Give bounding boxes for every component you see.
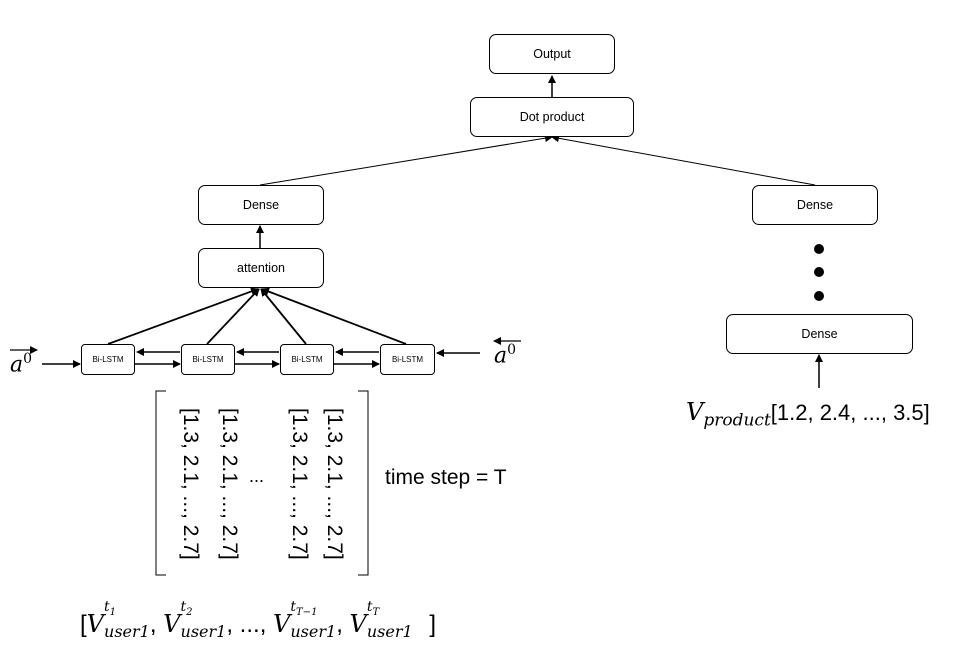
matrix-row-4: [1.3, 2.1, ..., 2.7] [323,408,346,560]
a0-forward-label: a0 [10,351,33,378]
matrix-row-3: [1.3, 2.1, ..., 2.7] [288,408,311,560]
dot-product-label: Dot product [519,110,585,124]
matrix-bracket-right [358,390,369,576]
a0-backward-label: a0 [494,342,517,369]
bilstm-node-2: Bi-LSTM [181,344,235,375]
arrow-dense-left-to-dot [259,134,553,186]
dense-right-bottom-label: Dense [801,327,838,341]
time-step-label: time step = T [385,466,507,489]
bilstm-node-4: Bi-LSTM [380,344,435,375]
bilstm-node-3: Bi-LSTM [280,344,334,375]
matrix-row-2: [1.3, 2.1, ..., 2.7] [218,408,241,560]
output-node: Output [489,34,615,74]
arrow-dense-right-to-dot [551,134,816,186]
dense-right-bottom-node: Dense [726,314,913,354]
bilstm-label: Bi-LSTM [391,355,424,364]
dense-left-label: Dense [242,198,280,212]
arrow-bilstm3-to-attention [260,288,307,345]
dense-left-node: Dense [198,185,324,225]
attention-label: attention [237,261,285,275]
ellipsis-dot [814,267,824,277]
output-label: Output [533,47,571,61]
dense-right-top-label: Dense [796,198,834,212]
arrow-bilstm4-to-attention [261,287,407,345]
arrow-bilstm2-to-attention [206,288,260,345]
bilstm-label: Bi-LSTM [92,355,124,364]
matrix-row-1: [1.3, 2.1, ..., 2.7] [179,408,202,560]
ellipsis-dot [814,291,824,301]
attention-node: attention [198,248,324,288]
bilstm-node-1: Bi-LSTM [81,344,135,375]
ellipsis-dot [814,244,824,254]
arrow-bilstm1-to-attention [107,287,259,345]
dense-right-top-node: Dense [752,185,878,225]
matrix-ellipsis: ... [249,466,265,486]
bilstm-label: Bi-LSTM [192,355,224,364]
dot-product-node: Dot product [470,97,634,137]
product-vector-label: Vproduct[1.2, 2.4, ..., 3.5] [686,398,930,431]
matrix-bracket-left [155,390,166,576]
bilstm-label: Bi-LSTM [291,355,323,364]
